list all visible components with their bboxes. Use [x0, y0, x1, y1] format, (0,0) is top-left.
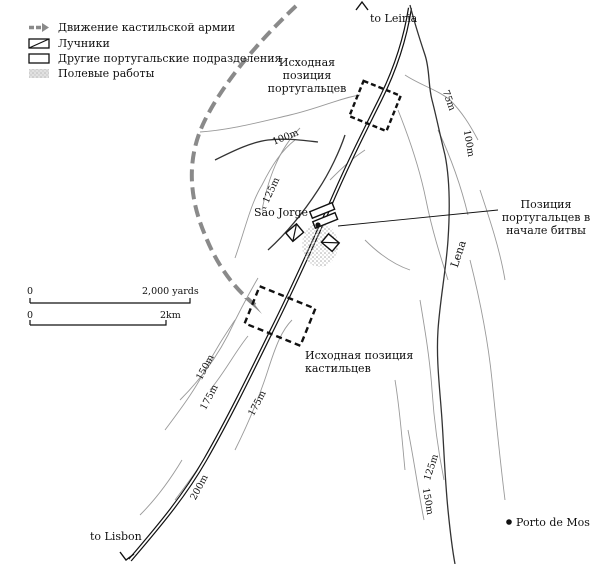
portuguese-battle-position-label: Позиция португальцев в начале битвы: [501, 198, 591, 237]
scale-km-end: 2km: [160, 310, 181, 321]
legend-castilian-movement: Движение кастильской армии: [28, 20, 236, 34]
archers-units: [284, 222, 341, 253]
lisbon-road-arrow: [119, 551, 135, 561]
dashed-arrow-icon: [28, 22, 50, 33]
castilian-initial-position-label: Исходная позиция кастильцев: [305, 349, 414, 375]
lisbon-label: to Lisbon: [90, 530, 142, 543]
lena-river: [409, 4, 456, 564]
castilian-initial-position-box: [243, 284, 317, 348]
contour-lines: [139, 74, 506, 521]
castilian-movement-arrow: [189, 4, 298, 314]
porto-de-mos-marker: [506, 519, 512, 525]
legend-portuguese-units: Другие португальские подразделения: [28, 51, 282, 65]
legend-fieldworks: Полевые работы: [28, 66, 155, 80]
fieldworks-dots-icon: [28, 68, 50, 79]
legend-label: Лучники: [58, 36, 110, 50]
leiria-label: to Leiria: [370, 12, 418, 25]
scale-km-zero: 0: [27, 310, 34, 321]
archers-symbol-icon: [28, 37, 50, 49]
sao-jorge-label: São Jorge: [254, 206, 309, 219]
legend-archers: Лучники: [28, 36, 110, 50]
scale-bars: [29, 298, 191, 326]
main-road: [128, 7, 413, 562]
scale-yards-zero: 0: [27, 286, 34, 297]
scale-yards-end: 2,000 yards: [142, 286, 199, 297]
rivers: [214, 4, 456, 564]
sao-jorge-marker: [315, 222, 321, 228]
legend-label: Движение кастильской армии: [58, 20, 236, 34]
battle-position-leader-line: [337, 209, 499, 227]
unit-rectangle-icon: [28, 52, 50, 64]
portuguese-initial-position-label: Исходная позиция португальцев: [267, 56, 347, 95]
porto-de-mos-label: Porto de Mos: [516, 516, 590, 529]
leiria-road-arrow: [355, 0, 369, 11]
legend-label: Другие португальские подразделения: [58, 51, 282, 65]
legend-label: Полевые работы: [58, 66, 155, 80]
portuguese-initial-position-box: [347, 79, 403, 133]
